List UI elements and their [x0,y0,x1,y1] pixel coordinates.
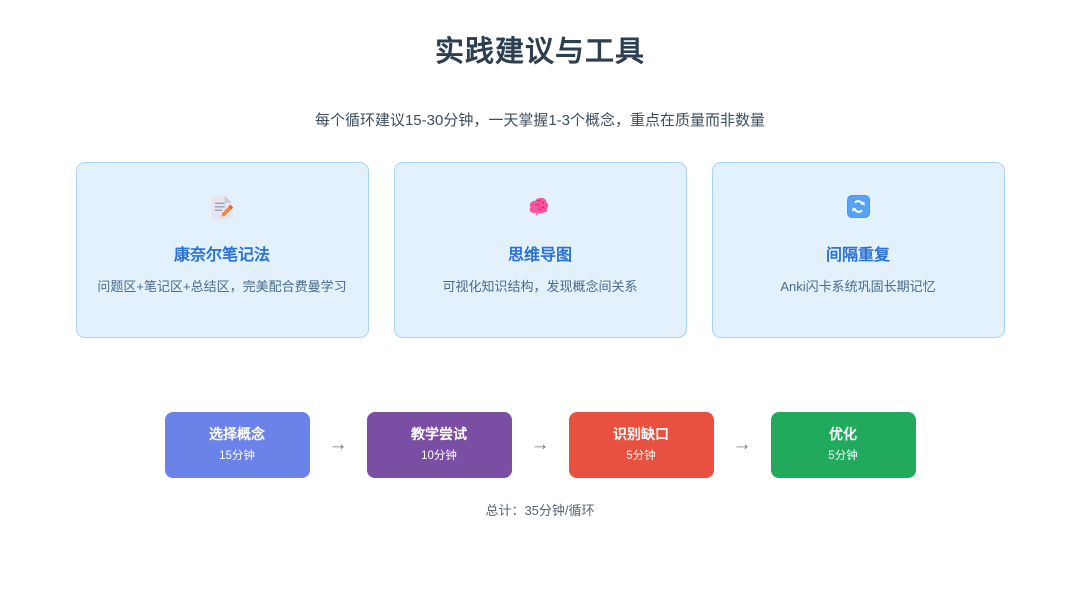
tool-card-spaced-repetition[interactable]: 间隔重复 Anki闪卡系统巩固长期记忆 [711,161,1005,338]
tool-card-desc: Anki闪卡系统巩固长期记忆 [780,279,936,295]
flow-step-label: 识别缺口 [613,425,669,442]
flow-step-label: 选择概念 [209,425,265,442]
refresh-icon [845,190,872,224]
flow-arrow-1: → [328,434,348,456]
flow-step-label: 优化 [829,425,857,442]
flow-step-4[interactable]: 优化 5分钟 [770,411,916,478]
memo-icon [208,190,236,224]
tool-card-title: 康奈尔笔记法 [173,246,270,264]
flow-step-3[interactable]: 识别缺口 5分钟 [568,411,714,478]
flow-total: 总计：35分钟/循环 [485,502,595,518]
flow-arrow-2: → [530,434,550,456]
flow-step-time: 5分钟 [828,449,858,462]
tool-card-desc: 问题区+笔记区+总结区，完美配合费曼学习 [97,279,347,295]
flow-step-time: 10分钟 [421,449,457,462]
page-title: 实践建议与工具 [434,36,645,68]
tool-cards-row: 康奈尔笔记法 问题区+笔记区+总结区，完美配合费曼学习 思维导图 可视化知识结构… [0,161,1080,338]
flow-step-time: 15分钟 [219,449,255,462]
flow-step-label: 教学尝试 [411,425,467,442]
tool-card-title: 思维导图 [507,246,572,264]
flow-step-2[interactable]: 教学尝试 10分钟 [366,411,512,478]
flow-row: 选择概念 15分钟 → 教学尝试 10分钟 → 识别缺口 5分钟 → 优化 5分… [0,411,1080,478]
tool-card-cornell[interactable]: 康奈尔笔记法 问题区+笔记区+总结区，完美配合费曼学习 [75,161,369,338]
flow-step-time: 5分钟 [626,449,656,462]
tool-card-title: 间隔重复 [825,246,890,264]
flow-step-1[interactable]: 选择概念 15分钟 [164,411,310,478]
brain-icon [526,190,554,224]
flow-arrow-3: → [732,434,752,456]
tool-card-mindmap[interactable]: 思维导图 可视化知识结构，发现概念间关系 [393,161,687,338]
tool-card-desc: 可视化知识结构，发现概念间关系 [442,279,638,295]
header: 实践建议与工具 每个循环建议15-30分钟，一天掌握1-3个概念，重点在质量而非… [0,0,1080,131]
page-subtitle: 每个循环建议15-30分钟，一天掌握1-3个概念，重点在质量而非数量 [314,111,766,129]
